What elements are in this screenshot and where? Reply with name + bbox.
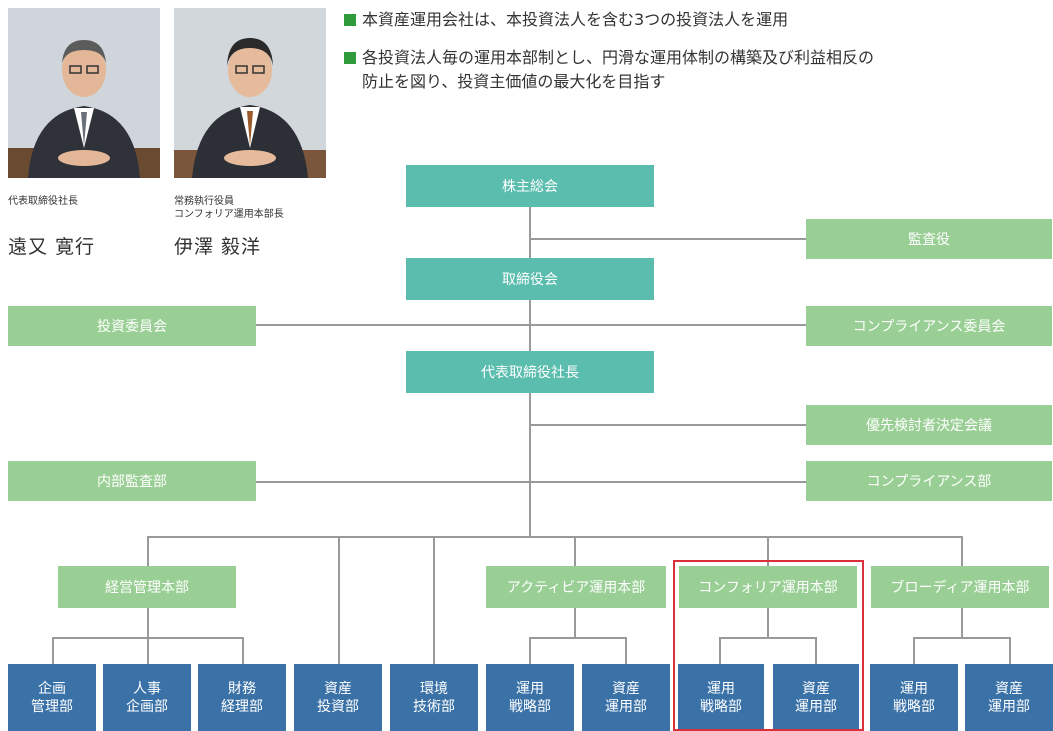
sub-branch [625,637,627,664]
environment-technology-dept-box: 環境 技術部 [390,664,478,731]
branch-line [767,536,769,566]
comforia-strategy-dept-box: 運用 戦略部 [678,664,764,731]
internal-audit-box: 内部監査部 [8,461,256,501]
person-portrait-icon [174,8,326,178]
director-name: 伊澤 毅洋 [174,236,262,258]
president-name: 遠又 寛行 [8,236,96,258]
president-title: 代表取締役社長 [8,196,78,207]
hr-planning-dept-box: 人事 企画部 [103,664,191,731]
frontier-asset-management-dept-box: 資産 運用部 [965,664,1053,731]
committee-connector [256,324,806,326]
branch-line [338,536,340,664]
person-portrait-icon [8,8,160,178]
sub-branch [242,637,244,664]
bullet-text-continued: 防止を図り、投資主価値の最大化を目指す [362,72,666,91]
branch-line [961,536,963,566]
branch-line [433,536,435,664]
management-division-box: 経営管理本部 [58,566,236,608]
sub-branch [719,637,721,664]
president-box: 代表取締役社長 [406,351,654,393]
frontier-stem [961,608,963,638]
comforia-stem [767,608,769,638]
sub-branch [1009,637,1011,664]
asset-investment-dept-box: 資産 投資部 [294,664,382,731]
sub-branch [52,637,54,664]
auditor-connector [530,238,806,240]
bullet-text: 各投資法人毎の運用本部制とし、円滑な運用体制の構築及び利益相反の [362,48,875,67]
board-of-directors-box: 取締役会 [406,258,654,300]
comforia-asset-management-dept-box: 資産 運用部 [773,664,859,731]
auditor-box: 監査役 [806,219,1052,259]
audit-compliance-connector [256,481,806,483]
planning-management-dept-box: 企画 管理部 [8,664,96,731]
president-photo [8,8,160,178]
sub-branch [815,637,817,664]
director-photo [174,8,326,178]
shareholders-meeting-box: 株主総会 [406,165,654,207]
activia-sub-bus [529,637,627,639]
comforia-division-box: コンフォリア運用本部 [679,566,857,608]
priority-connector [530,424,806,426]
sub-branch [147,637,149,664]
compliance-department-box: コンプライアンス部 [806,461,1052,501]
management-stem [147,608,149,638]
activia-stem [574,608,576,638]
activia-division-box: アクティビア運用本部 [486,566,666,608]
frontier-strategy-dept-box: 運用 戦略部 [870,664,958,731]
bullet-item: 各投資法人毎の運用本部制とし、円滑な運用体制の構築及び利益相反の 防止を図り、投… [344,46,874,94]
compliance-committee-box: コンプライアンス委員会 [806,306,1052,346]
priority-council-box: 優先検討者決定会議 [806,405,1052,445]
sub-branch [913,637,915,664]
bullet-square-icon [344,52,356,64]
branch-line [147,536,149,566]
frontier-sub-bus [913,637,1011,639]
finance-accounting-dept-box: 財務 経理部 [198,664,286,731]
activia-strategy-dept-box: 運用 戦略部 [486,664,574,731]
bullet-item: 本資産運用会社は、本投資法人を含む3つの投資法人を運用 [344,8,788,32]
bullet-text: 本資産運用会社は、本投資法人を含む3つの投資法人を運用 [362,10,789,29]
comforia-highlight-frame [673,560,864,731]
bullet-square-icon [344,14,356,26]
sub-branch [529,637,531,664]
activia-asset-management-dept-box: 資産 運用部 [582,664,670,731]
branch-line [574,536,576,566]
investment-committee-box: 投資委員会 [8,306,256,346]
frontier-division-box: ブローディア運用本部 [871,566,1049,608]
comforia-sub-bus [719,637,817,639]
director-title: 常務執行役員 コンフォリア運用本部長 [174,196,284,220]
divisions-bus [147,536,963,538]
